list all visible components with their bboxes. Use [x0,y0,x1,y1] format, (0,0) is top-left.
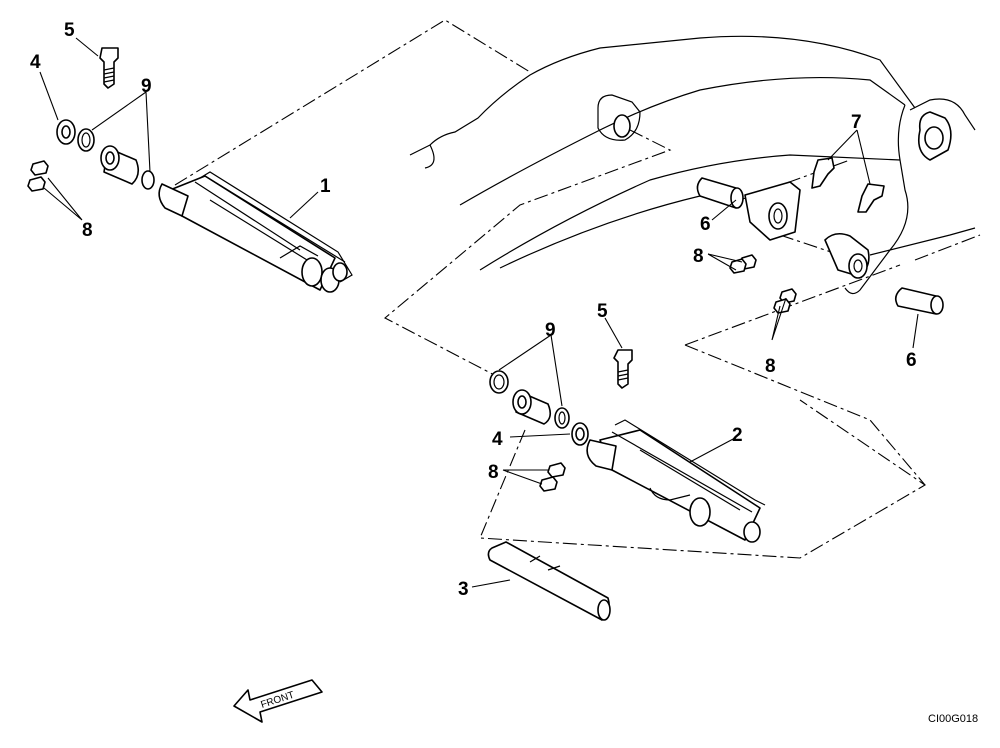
alignment-lines [174,19,981,559]
nut-upper-a [30,160,49,176]
callout-8-bracket: 8 [765,356,776,377]
nut-lower-b [539,476,558,492]
callout-4-lower: 4 [492,429,503,450]
boom-outline [409,35,976,295]
bolt-lower [613,349,633,389]
callout-8-lower: 8 [488,462,499,483]
callout-6-right: 6 [906,350,917,371]
callout-9-lower: 9 [545,320,556,341]
bolt-bracket-b [857,183,885,213]
bolt-bracket-a [811,157,835,189]
seal-ring-lower-b [554,407,570,429]
leader-lines [39,37,919,588]
upper-cylinder-group [27,47,353,293]
callout-9-upper: 9 [141,76,152,97]
cylinder-lower [599,429,761,541]
nut-lower-a [547,462,566,478]
nut-upper-b [27,176,46,192]
callout-1: 1 [320,176,331,197]
callout-6-left: 6 [700,214,711,235]
callout-numbers: 1 2 3 4 4 5 5 6 6 7 8 8 8 8 9 9 [30,20,917,600]
callout-8-upper-left: 8 [82,220,93,241]
front-arrow: FRONT [233,679,323,723]
callout-5-lower: 5 [597,301,608,322]
callout-3: 3 [458,579,469,600]
callout-7: 7 [851,112,862,133]
lower-cylinder-group [487,349,766,621]
bolt-upper [99,47,119,89]
drawing-code: CI00G018 [928,713,978,725]
seal-ring-upper [77,128,95,152]
callout-4-upper: 4 [30,52,41,73]
nut-bracket-b [729,258,747,274]
seal-ring-lower-a [489,370,509,394]
callout-8-boom: 8 [693,246,704,267]
callout-2: 2 [732,425,743,446]
callout-5-upper: 5 [64,20,75,41]
boom-bracket-group [696,157,944,315]
